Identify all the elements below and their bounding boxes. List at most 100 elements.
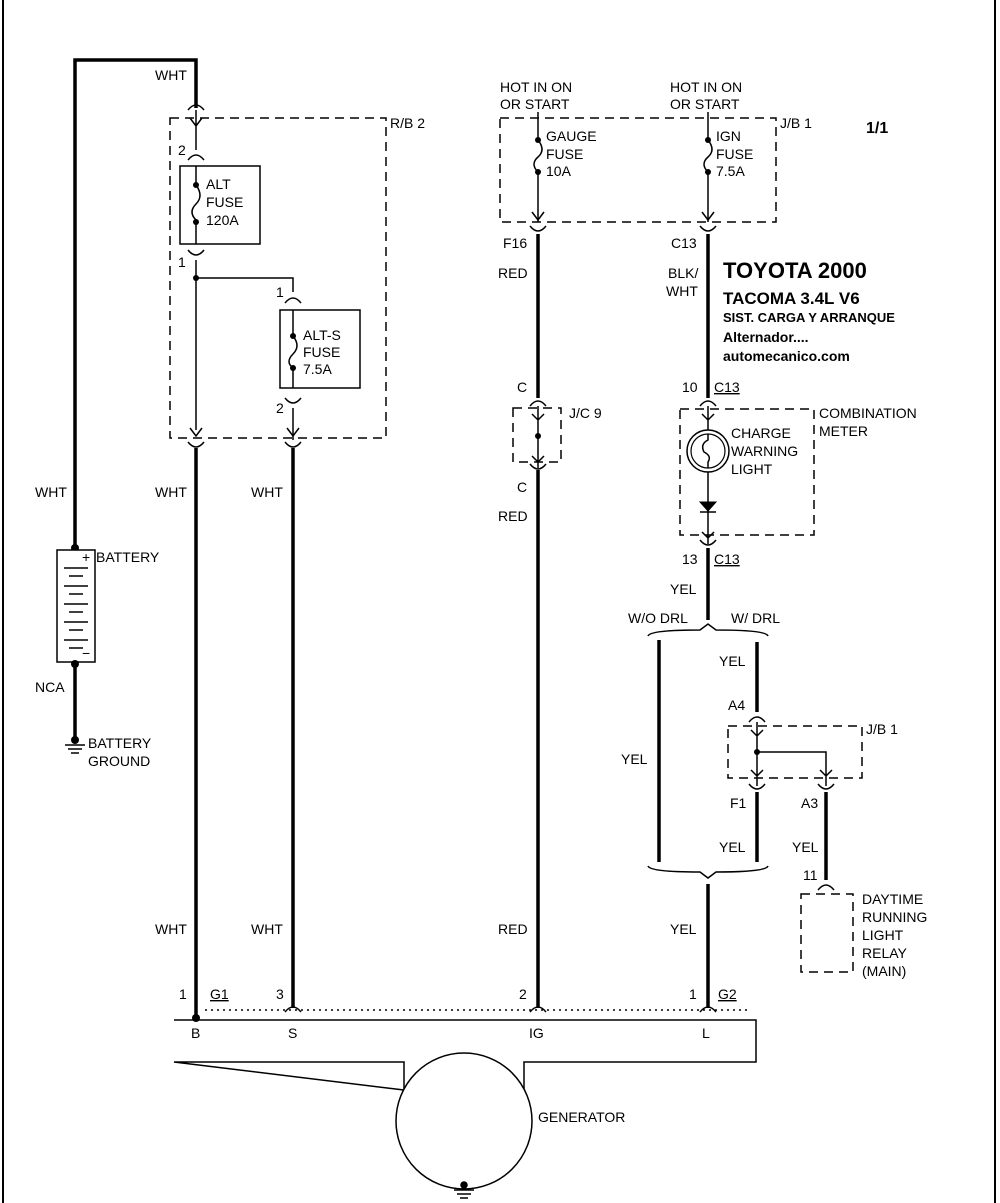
header-block: 1/1 TOYOTA 2000 TACOMA 3.4L V6 SIST. CAR…	[723, 120, 895, 364]
rb2-label: R/B 2	[390, 115, 425, 131]
battery-minus: −	[82, 645, 90, 661]
junction-block-jb1-top: HOT IN ON OR START HOT IN ON OR START J/…	[499, 79, 812, 251]
ign-fuse-line-1: IGN	[716, 128, 741, 144]
meter-internal-wire	[701, 406, 715, 544]
meter-bottom-connector	[699, 539, 717, 546]
battery-label: BATTERY	[96, 549, 160, 565]
rb2-arrows-out	[189, 427, 300, 438]
rb2-split-node	[193, 275, 199, 281]
gauge-fuse-line-2: FUSE	[546, 146, 583, 162]
alts-fuse-pin-1: 1	[276, 284, 284, 300]
generator-circle	[395, 1052, 533, 1190]
ground-node	[71, 736, 79, 744]
alt-fuse-line-1: ALT	[206, 176, 231, 192]
gen-term-b: B	[191, 1025, 200, 1041]
drl-with-label: W/ DRL	[731, 610, 780, 626]
alts-fuse-icon	[288, 335, 298, 369]
jc9-label: J/C 9	[569, 405, 602, 421]
jb1-pin-a4: A4	[728, 697, 745, 713]
alt-fuse-box	[179, 165, 261, 245]
jb1-lower-top-connector	[748, 716, 766, 723]
rb2-dashed-box	[169, 117, 387, 439]
meter-name-2: METER	[819, 423, 868, 439]
drl-without-label: W/O DRL	[628, 610, 688, 626]
alt-fuse-pin-1: 1	[178, 254, 186, 270]
wire-label-yel-f1: YEL	[719, 839, 746, 855]
wire-label-wht-battery: WHT	[35, 484, 67, 500]
wire-label-red-2: RED	[498, 508, 528, 524]
gauge-fuse-line-1: GAUGE	[546, 128, 597, 144]
relay-connector	[817, 884, 835, 891]
charge-light-line-2: WARNING	[731, 443, 798, 459]
wire-label-red-1: RED	[498, 265, 528, 281]
header-system: SIST. CARGA Y ARRANQUE	[723, 310, 895, 325]
jb1-lower-bottom-connectors	[748, 783, 835, 790]
page-number: 1/1	[866, 120, 888, 137]
gen-pin-3: 3	[276, 986, 284, 1002]
jc9-top-connector	[529, 400, 547, 407]
alts-fuse-bottom-connector	[284, 397, 302, 404]
wire-label-nca: NCA	[35, 679, 65, 695]
alt-fuse-icon	[191, 184, 201, 221]
jb1-lower-internal	[750, 722, 833, 786]
wire-label-wht-s-1: WHT	[251, 484, 283, 500]
gauge-fuse-icon	[533, 139, 543, 173]
ground-icon	[65, 744, 85, 754]
jc9-bottom-connector	[529, 463, 547, 470]
alt-fuse-pin-2: 2	[178, 142, 186, 158]
charge-light-bulb	[686, 429, 730, 473]
drl-relay: 11 DAYTIME RUNNING LIGHT RELAY (MAIN)	[800, 867, 927, 979]
battery-main-wire	[73, 58, 198, 548]
header-title: TOYOTA 2000	[723, 258, 867, 283]
battery-circuit: WHT WHT + − BATTERY NCA BATTERY GROUND	[35, 58, 198, 769]
hot-in-ign-1: HOT IN ON	[670, 79, 742, 95]
alt-fuse-line-2: FUSE	[206, 194, 243, 210]
meter-name-1: COMBINATION	[819, 405, 917, 421]
battery-ground-label-1: BATTERY	[88, 735, 152, 751]
wire-label-yel-a3: YEL	[792, 839, 819, 855]
meter-pin-13: 13	[682, 551, 698, 567]
generator-body	[173, 1019, 757, 1091]
rb2-internal-wire	[195, 260, 294, 430]
diode-icon	[698, 501, 718, 512]
wire-label-red-3: RED	[498, 921, 528, 937]
gauge-fuse-line-3: 10A	[546, 163, 572, 179]
header-model: TACOMA 3.4L V6	[723, 289, 860, 308]
alts-fuse-line-1: ALT-S	[303, 327, 341, 343]
gen-b-node	[192, 1014, 200, 1022]
generator: 1 G1 3 2 1 G2 B S IG L GENERATOR	[173, 986, 757, 1199]
jb1-lower-node	[754, 749, 760, 755]
header-site: automecanico.com	[723, 348, 850, 364]
jb1-lower-dashed-box	[727, 725, 863, 779]
charge-light-line-1: CHARGE	[731, 425, 791, 441]
jb1-pin-a3: A3	[801, 795, 818, 811]
generator-label: GENERATOR	[538, 1109, 625, 1125]
junction-block-jb1-lower: A4 J/B 1 F1 A3	[727, 697, 898, 811]
gauge-fuse-arrow	[531, 211, 545, 222]
gen-connector-caps	[284, 1006, 717, 1013]
ign-fuse-node-bottom	[705, 169, 711, 175]
gen-term-s: S	[288, 1025, 297, 1041]
generator-ground-icon	[454, 1181, 474, 1199]
jc9-node	[535, 433, 541, 439]
wire-label-wht-s-2: WHT	[251, 921, 283, 937]
hot-in-gauge-2: OR START	[500, 96, 570, 112]
wire-label-wht-b-2: WHT	[155, 921, 187, 937]
relay-line-4: RELAY	[862, 945, 908, 961]
junction-connector-jc9: C J/C 9 C	[512, 379, 602, 495]
rb2-bottom-connectors	[187, 441, 302, 448]
charge-light-filament	[701, 434, 711, 468]
gen-conn-g2: G2	[718, 986, 737, 1002]
wire-label-blk-wht-2: WHT	[666, 283, 698, 299]
alts-fuse-line-2: FUSE	[303, 344, 340, 360]
relay-block-rb2: R/B 2 2 ALT FUSE 120A 1 1 ALT-S FUSE 7.5…	[169, 104, 425, 448]
ign-fuse-line-2: FUSE	[716, 146, 753, 162]
meter-conn-c13-top: C13	[714, 379, 740, 395]
meter-conn-c13-bottom: C13	[714, 551, 740, 567]
charge-light-line-3: LIGHT	[731, 461, 773, 477]
wire-label-yel-1: YEL	[670, 581, 697, 597]
gen-conn-g1: G1	[210, 986, 229, 1002]
jb1-top-bottom-connectors	[529, 225, 717, 232]
alts-fuse-line-3: 7.5A	[303, 361, 332, 377]
